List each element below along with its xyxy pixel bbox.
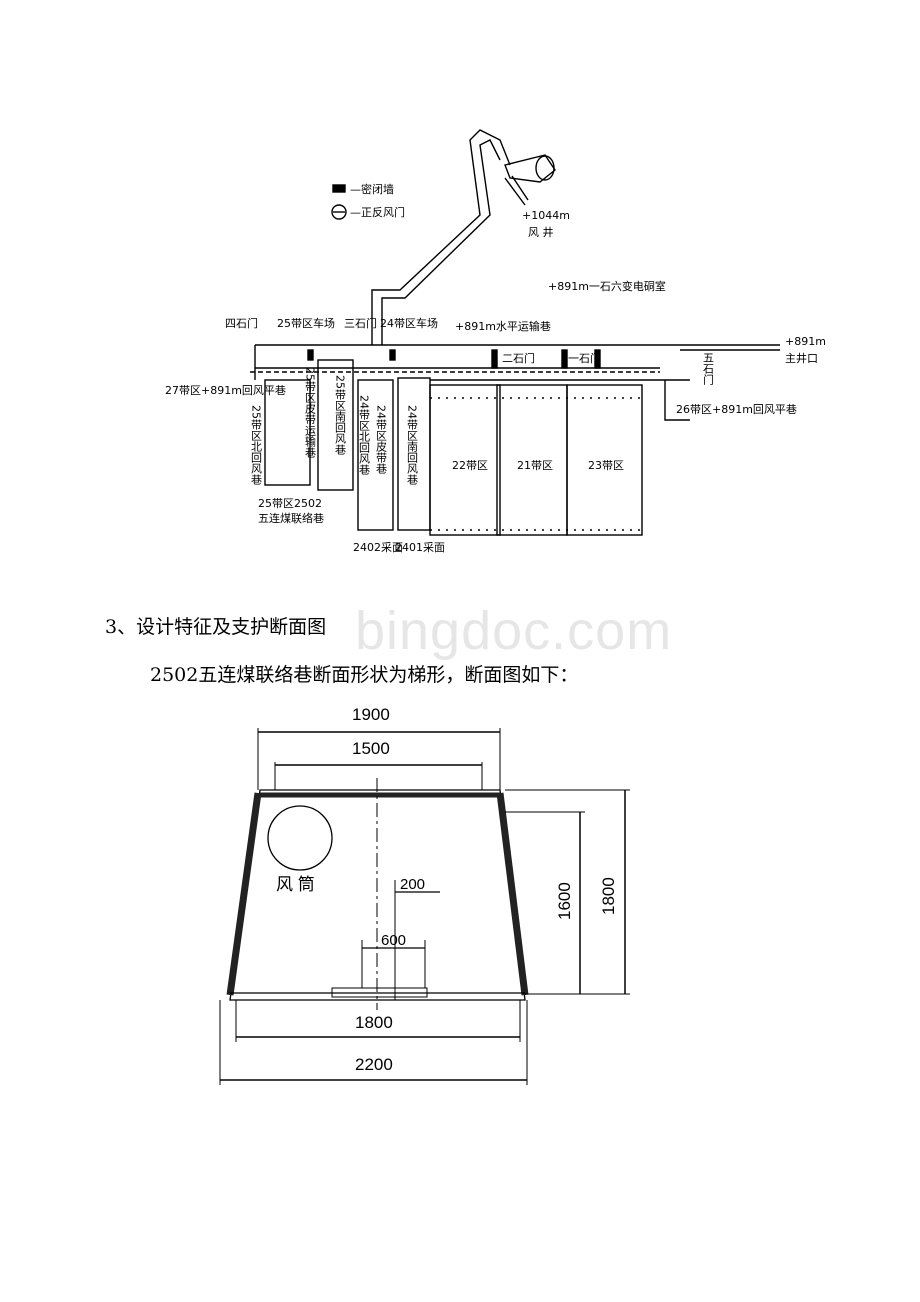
door4-label: 四石门 bbox=[225, 316, 258, 330]
shaft-name-label: 风 井 bbox=[528, 225, 554, 239]
dim-track-gauge: 600 bbox=[381, 932, 406, 949]
door1-label: 一石门 bbox=[568, 351, 601, 365]
duct-label: 风 筒 bbox=[276, 875, 315, 894]
return26-label: 26带区+891m回风平巷 bbox=[676, 403, 797, 416]
r24belt-label: 24带区皮带巷 bbox=[375, 405, 388, 474]
legend-door-label: —正反风门 bbox=[350, 205, 405, 219]
dim-bottom-inner: 1800 bbox=[355, 1013, 393, 1032]
r25belt-label: 25带区皮带运输巷 bbox=[304, 367, 317, 458]
door3-label: 三石门 bbox=[344, 316, 377, 330]
watermark: bingdoc.com bbox=[355, 601, 673, 661]
face2402-label: 2402采面 bbox=[353, 541, 403, 554]
dim-rail-offset: 200 bbox=[400, 876, 425, 893]
main-level-label: +891m bbox=[785, 335, 826, 348]
zone23-label: 23带区 bbox=[588, 459, 624, 472]
link2502-label-a: 25带区2502 bbox=[258, 497, 322, 510]
cross-section-diagram bbox=[219, 728, 630, 1085]
link2502-label-b: 五连煤联络巷 bbox=[258, 511, 324, 525]
r25south-label: 25带区南回风巷 bbox=[334, 375, 347, 455]
dim-bottom-outer: 2200 bbox=[355, 1055, 393, 1074]
legend-seal-label: —密闭墙 bbox=[350, 182, 394, 196]
yard25-label: 25带区车场 bbox=[277, 316, 335, 330]
dim-top-inner: 1500 bbox=[352, 739, 390, 758]
dim-height-outer: 1800 bbox=[599, 877, 618, 915]
main-shaft-label: 主井口 bbox=[785, 351, 818, 365]
door2-label: 二石门 bbox=[502, 351, 535, 365]
dim-top-outer: 1900 bbox=[352, 705, 390, 724]
section-heading: 3、设计特征及支护断面图 bbox=[105, 616, 327, 638]
door5-label: 五石门 bbox=[702, 352, 715, 386]
section-paragraph: 2502五连煤联络巷断面形状为梯形，断面图如下： bbox=[150, 664, 579, 686]
zone21-label: 21带区 bbox=[517, 459, 553, 472]
return27-label: 27带区+891m回风平巷 bbox=[165, 384, 286, 397]
r24south-label: 24带区南回风巷 bbox=[406, 405, 419, 485]
face2401-label: 2401采面 bbox=[395, 541, 445, 554]
shaft-level-label: +1044m bbox=[522, 209, 570, 222]
haulage891-label: +891m水平运输巷 bbox=[455, 319, 551, 333]
yard24-label: 24带区车场 bbox=[380, 316, 438, 330]
dim-height-inner: 1600 bbox=[555, 882, 574, 920]
r25north-label: 25带区北回风巷 bbox=[250, 405, 263, 485]
substation-label: +891m一石六变电硐室 bbox=[548, 279, 666, 293]
zone22-label: 22带区 bbox=[452, 459, 488, 472]
r24north-label: 24带区北回风巷 bbox=[358, 395, 371, 475]
